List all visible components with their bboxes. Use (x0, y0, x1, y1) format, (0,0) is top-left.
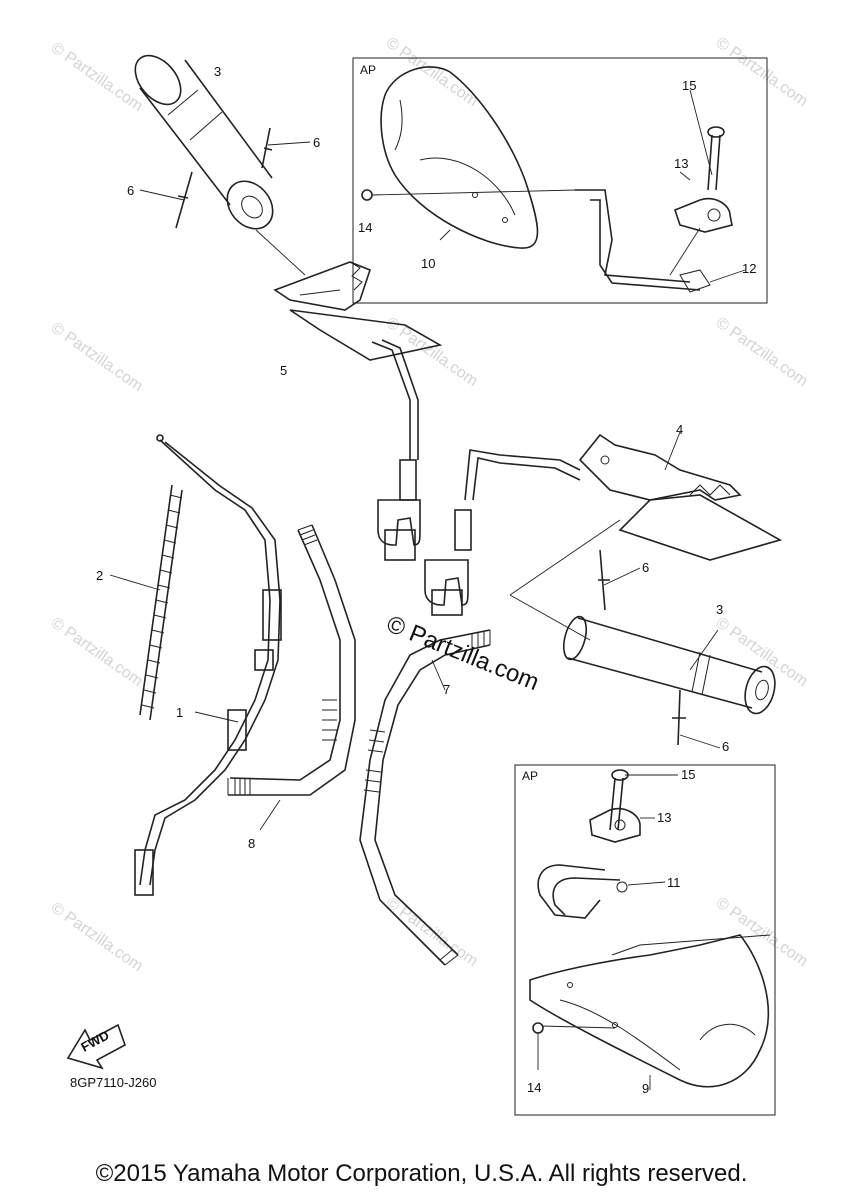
watermark: © Partzilla.com (48, 899, 146, 975)
rivet-icon (261, 127, 311, 169)
callout-3: 3 (214, 64, 221, 79)
watermark: © Partzilla.com (48, 39, 146, 115)
throttle-cable (134, 434, 282, 896)
callout-10: 10 (421, 256, 435, 271)
inset-label: AP (522, 769, 538, 783)
hose-7 (359, 629, 491, 966)
callout-14: 14 (358, 220, 372, 235)
watermark: © Partzilla.com (383, 894, 481, 970)
callout-11: 11 (667, 875, 681, 890)
callout-4: 4 (676, 422, 683, 437)
callout-6: 6 (313, 135, 320, 150)
grip-right (509, 519, 776, 715)
watermark: © Partzilla.com (713, 614, 811, 690)
parts-diagram: © Partzilla.com © Partzilla.com © Partzi… (48, 34, 811, 1116)
callout-13: 13 (657, 810, 671, 825)
inset-bottom-ap: AP (514, 764, 776, 1116)
rivet-icon (672, 689, 721, 749)
callout-2: 2 (96, 568, 103, 583)
hose-8 (227, 524, 356, 831)
callout-1: 1 (176, 705, 183, 720)
callout-3: 3 (716, 602, 723, 617)
callout-5: 5 (280, 363, 287, 378)
callout-6: 6 (722, 739, 729, 754)
watermark-layer: © Partzilla.com © Partzilla.com © Partzi… (48, 34, 811, 975)
watermark: © Partzilla.com (713, 314, 811, 390)
callout-6: 6 (127, 183, 134, 198)
watermark: © Partzilla.com (48, 319, 146, 395)
heater-pad-right (424, 431, 783, 616)
spring (109, 484, 183, 721)
callout-8: 8 (248, 836, 255, 851)
rivet-icon (139, 171, 193, 229)
callout-13: 13 (674, 156, 688, 171)
inset-label: AP (360, 63, 376, 77)
diagram-code: 8GP7110-J260 (70, 1075, 157, 1090)
watermark: © Partzilla.com (48, 614, 146, 690)
watermark: © Partzilla.com (713, 894, 811, 970)
rivet-icon (598, 549, 641, 611)
fwd-arrow-icon: FWD (66, 1023, 126, 1070)
inset-top-ap: AP (352, 57, 768, 304)
callout-labels: 3 6 6 5 15 13 14 10 12 4 2 6 3 7 1 6 15 … (96, 64, 756, 1096)
watermark-center: © Partzilla.com (383, 611, 543, 697)
callout-15: 15 (681, 767, 695, 782)
watermark: © Partzilla.com (383, 314, 481, 390)
watermark: © Partzilla.com (383, 34, 481, 110)
callout-7: 7 (443, 682, 450, 697)
callout-14: 14 (527, 1080, 541, 1095)
callout-9: 9 (642, 1081, 649, 1096)
callout-15: 15 (682, 78, 696, 93)
callout-6: 6 (642, 560, 649, 575)
callout-12: 12 (742, 261, 756, 276)
copyright-notice: ©2015 Yamaha Motor Corporation, U.S.A. A… (95, 1160, 748, 1187)
grip-left (134, 54, 306, 276)
watermark: © Partzilla.com (713, 34, 811, 110)
heater-pad-left (273, 261, 443, 561)
